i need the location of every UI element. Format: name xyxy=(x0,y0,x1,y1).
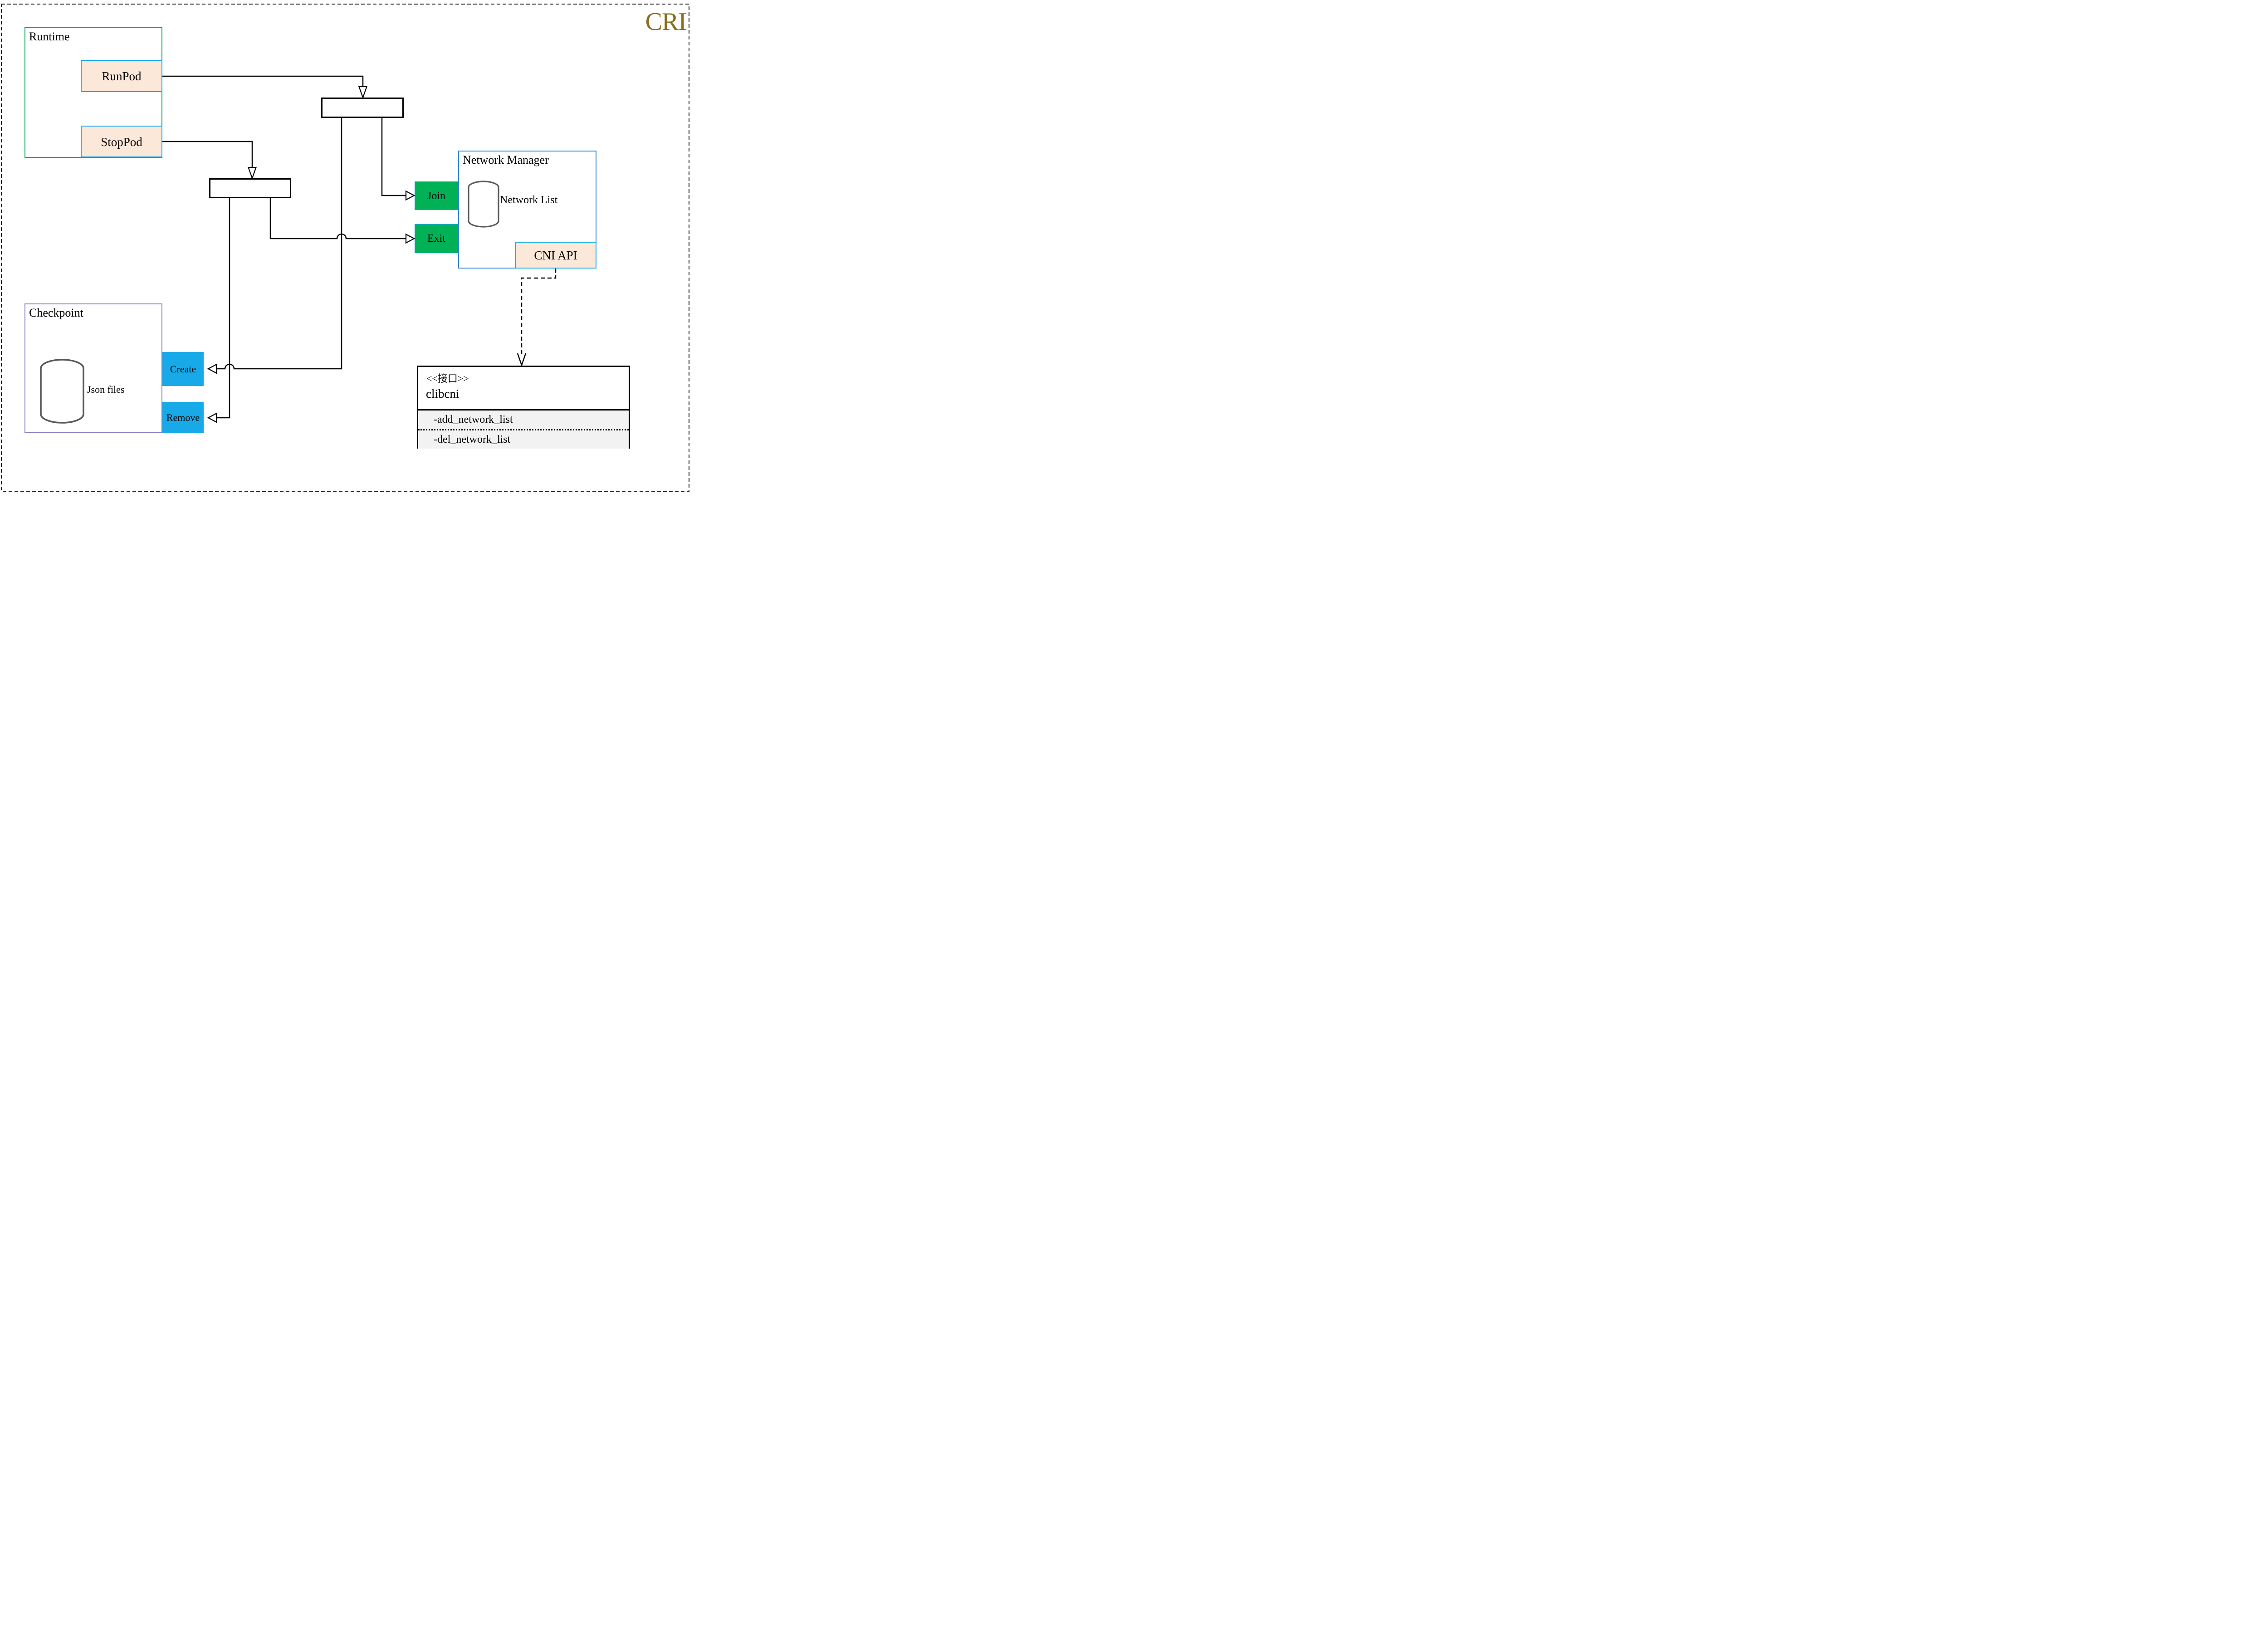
network-manager-title: Network Manager xyxy=(463,153,549,166)
clibcni-header: <<接口>> clibcni xyxy=(418,367,629,409)
clibcni-methods: -add_network_list -del_network_list xyxy=(418,409,629,449)
connector-lower-to-exit xyxy=(269,198,406,239)
runpod-node: RunPod xyxy=(81,60,162,92)
arrowhead-left-icon xyxy=(207,412,217,423)
arrowhead-down-icon xyxy=(358,86,368,99)
checkpoint-title: Checkpoint xyxy=(29,306,83,319)
diagram-title: CRI xyxy=(645,8,687,36)
arrowhead-down-icon xyxy=(247,166,257,180)
remove-node: Remove xyxy=(162,402,204,433)
diagram-canvas: CRI Runtime RunPod StopPod Network Manag… xyxy=(0,0,701,493)
clibcni-name: clibcni xyxy=(426,387,459,401)
arrowhead-right-icon xyxy=(405,190,415,201)
database-icon xyxy=(40,359,84,424)
join-node: Join xyxy=(415,181,458,210)
arrowhead-left-icon xyxy=(207,363,217,374)
arrowhead-open-down-icon xyxy=(517,353,527,367)
process-rect-upper xyxy=(321,98,404,118)
database-icon xyxy=(468,181,499,228)
clibcni-method-del: -del_network_list xyxy=(418,429,629,449)
connector-stoppod-to-lower xyxy=(162,141,253,167)
clibcni-stereotype: <<接口>> xyxy=(426,373,469,384)
arrowhead-right-icon xyxy=(405,233,415,244)
connector-upper-to-create xyxy=(216,118,342,370)
connector-cniapi-to-clibcni xyxy=(521,269,557,355)
json-files-label: Json files xyxy=(87,384,125,395)
runtime-title: Runtime xyxy=(29,30,70,43)
create-node: Create xyxy=(162,352,204,386)
exit-node: Exit xyxy=(415,224,458,253)
clibcni-interface-box: <<接口>> clibcni -add_network_list -del_ne… xyxy=(417,366,630,449)
clibcni-method-add: -add_network_list xyxy=(434,414,513,425)
stoppod-node: StopPod xyxy=(81,126,162,157)
connector-lower-to-remove xyxy=(216,198,230,419)
connector-runpod-to-upper xyxy=(162,75,364,87)
connector-upper-to-join xyxy=(381,118,406,196)
cni-api-node: CNI API xyxy=(515,242,596,269)
process-rect-lower xyxy=(209,178,291,198)
network-list-label: Network List xyxy=(500,194,558,206)
